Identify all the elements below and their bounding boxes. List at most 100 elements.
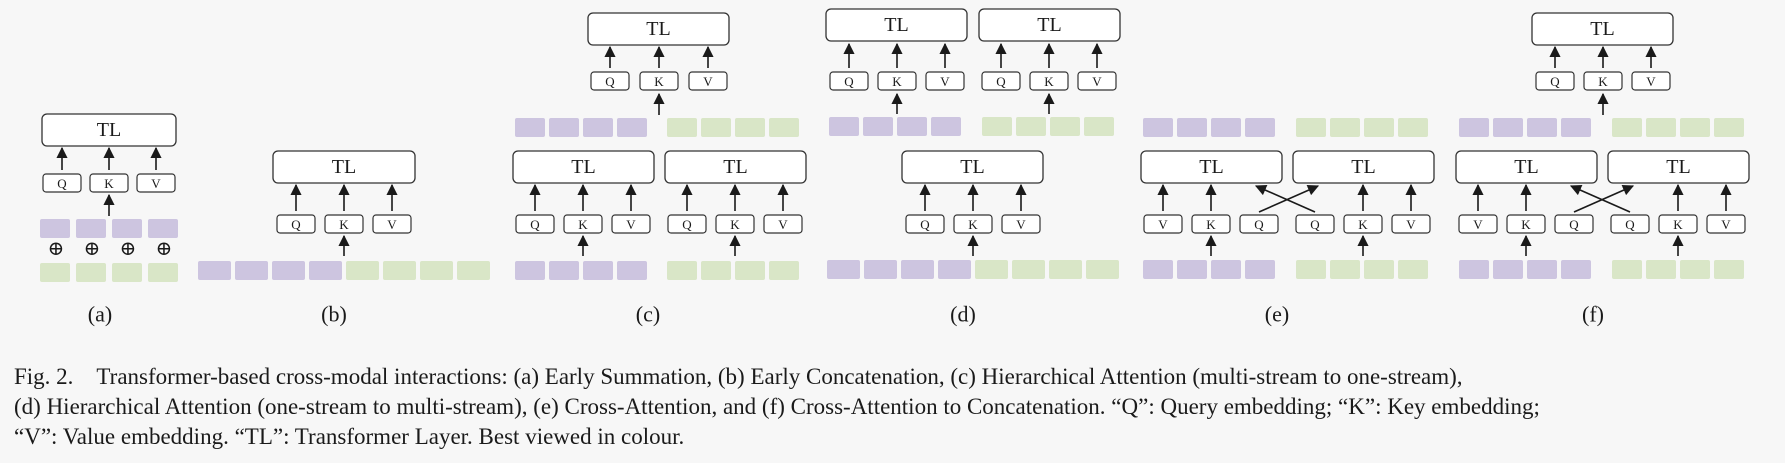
transformer-layer-box: [41, 113, 177, 147]
purple-token: [617, 261, 647, 280]
purple-token: [76, 219, 106, 238]
purple-token: [1143, 118, 1173, 137]
purple-token: [1177, 118, 1207, 137]
green-token: [1680, 118, 1710, 137]
v-embedding-box: [372, 214, 412, 234]
q-embedding-label: Q: [57, 176, 67, 191]
green-token: [1364, 118, 1394, 137]
k-embedding-box: [1029, 71, 1069, 91]
q-embedding-box: [1239, 214, 1279, 234]
v-embedding-label: V: [1721, 217, 1731, 232]
transformer-layer-label: TL: [960, 156, 984, 178]
green-token: [1050, 117, 1080, 136]
purple-token: [1527, 260, 1557, 279]
purple-token: [1211, 260, 1241, 279]
q-embedding-label: Q: [844, 74, 854, 89]
purple-token: [1527, 118, 1557, 137]
k-embedding-label: K: [1358, 217, 1368, 232]
v-embedding-label: V: [778, 217, 788, 232]
green-token: [420, 261, 453, 280]
q-embedding-label: Q: [1310, 217, 1320, 232]
purple-token: [549, 118, 579, 137]
green-token: [1330, 260, 1360, 279]
v-embedding-label: V: [151, 176, 161, 191]
transformer-layer-box: [664, 150, 807, 184]
green-token: [1296, 260, 1326, 279]
transformer-layer-label: TL: [1590, 18, 1614, 40]
flow-arrow: [1573, 184, 1635, 213]
green-token: [667, 118, 697, 137]
transformer-layer-box: [978, 8, 1121, 42]
purple-token: [515, 261, 545, 280]
transformer-layer-label: TL: [571, 156, 595, 178]
v-embedding-box: [1391, 214, 1431, 234]
panel-label-c: (c): [636, 302, 660, 327]
purple-token: [1493, 118, 1523, 137]
q-embedding-box: [667, 214, 707, 234]
green-token: [1646, 118, 1676, 137]
q-embedding-label: Q: [996, 74, 1006, 89]
k-embedding-box: [953, 214, 993, 234]
k-embedding-label: K: [339, 217, 349, 232]
green-token: [1012, 260, 1045, 279]
purple-token: [1245, 118, 1275, 137]
v-embedding-box: [1706, 214, 1746, 234]
purple-token: [829, 117, 859, 136]
k-embedding-box: [563, 214, 603, 234]
k-embedding-label: K: [1521, 217, 1531, 232]
purple-token: [515, 118, 545, 137]
v-embedding-box: [1631, 71, 1671, 91]
green-token: [1296, 118, 1326, 137]
green-token: [1646, 260, 1676, 279]
v-embedding-label: V: [940, 74, 950, 89]
transformer-layer-box: [1455, 150, 1598, 184]
sum-operator: ⊕: [156, 238, 173, 260]
panel-label-b: (b): [321, 302, 347, 327]
green-token: [1049, 260, 1082, 279]
v-embedding-label: V: [387, 217, 397, 232]
transformer-layer-label: TL: [1199, 156, 1223, 178]
purple-token: [863, 117, 893, 136]
green-token: [982, 117, 1012, 136]
flow-arrow: [1258, 184, 1320, 213]
green-token: [76, 263, 106, 282]
figure-caption: Fig. 2. Transformer-based cross-modal in…: [14, 362, 1774, 452]
green-token: [769, 261, 799, 280]
purple-token: [148, 219, 178, 238]
green-token: [975, 260, 1008, 279]
purple-token: [827, 260, 860, 279]
green-token: [346, 261, 379, 280]
green-token: [735, 118, 765, 137]
k-embedding-label: K: [104, 176, 114, 191]
caption-line-2: (d) Hierarchical Attention (one-stream t…: [14, 394, 1540, 419]
transformer-layer-box: [825, 8, 968, 42]
purple-token: [40, 219, 70, 238]
purple-token: [864, 260, 897, 279]
purple-token: [583, 118, 613, 137]
green-token: [1612, 118, 1642, 137]
purple-token: [1211, 118, 1241, 137]
k-embedding-label: K: [892, 74, 902, 89]
green-token: [1016, 117, 1046, 136]
q-embedding-box: [515, 214, 555, 234]
transformer-layer-box: [1531, 12, 1674, 46]
k-embedding-box: [1658, 214, 1698, 234]
transformer-layer-label: TL: [1666, 156, 1690, 178]
transformer-layer-box: [901, 150, 1044, 184]
green-token: [148, 263, 178, 282]
green-token: [383, 261, 416, 280]
green-token: [769, 118, 799, 137]
k-embedding-label: K: [1206, 217, 1216, 232]
transformer-layer-box: [1292, 150, 1435, 184]
q-embedding-box: [590, 71, 630, 91]
green-token: [112, 263, 142, 282]
transformer-layer-label: TL: [646, 18, 670, 40]
caption-line-1: Fig. 2. Transformer-based cross-modal in…: [14, 364, 1463, 389]
green-token: [667, 261, 697, 280]
transformer-layer-label: TL: [97, 119, 121, 141]
v-embedding-label: V: [626, 217, 636, 232]
purple-token: [1561, 118, 1591, 137]
k-embedding-box: [1583, 71, 1623, 91]
transformer-layer-label: TL: [332, 156, 356, 178]
green-token: [701, 261, 731, 280]
